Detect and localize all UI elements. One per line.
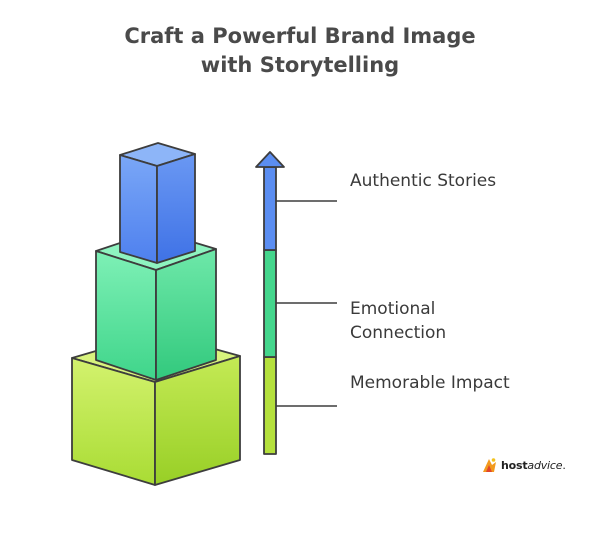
arrow-head-icon (255, 151, 285, 168)
brand-suffix: . (562, 458, 566, 472)
label-authentic-stories-text: Authentic Stories (350, 171, 497, 191)
hostadvice-logo-icon (483, 458, 496, 472)
hostadvice-watermark: hostadvice. (480, 455, 566, 475)
cube-authentic-stories (119, 142, 196, 264)
cube-top-right-face (156, 153, 196, 264)
cube-middle-left-face (95, 250, 157, 381)
title-line-2: with Storytelling (200, 53, 400, 77)
label-authentic-stories: Authentic Stories (350, 169, 496, 193)
brand-bold: host (501, 458, 528, 472)
cube-top-left-face (119, 154, 158, 264)
brand-rest: advice (527, 458, 563, 472)
cube-middle-right-face (155, 248, 217, 381)
arrow-segment-lime (263, 356, 277, 455)
label-memorable-impact-text: Memorable Impact (350, 373, 510, 393)
label-emotional-line-1: Emotional (350, 299, 436, 319)
arrow-segment-blue (263, 166, 277, 251)
hostadvice-wordmark: hostadvice. (501, 459, 566, 472)
label-emotional-line-2: Connection (350, 323, 447, 343)
arrow-segment-green (263, 249, 277, 358)
label-emotional-connection: Emotional Connection (350, 297, 446, 345)
label-memorable-impact: Memorable Impact (350, 371, 510, 395)
diagram-title: Craft a Powerful Brand Image with Storyt… (0, 22, 600, 80)
title-line-1: Craft a Powerful Brand Image (124, 24, 476, 48)
cube-bottom-right-face (154, 355, 241, 486)
